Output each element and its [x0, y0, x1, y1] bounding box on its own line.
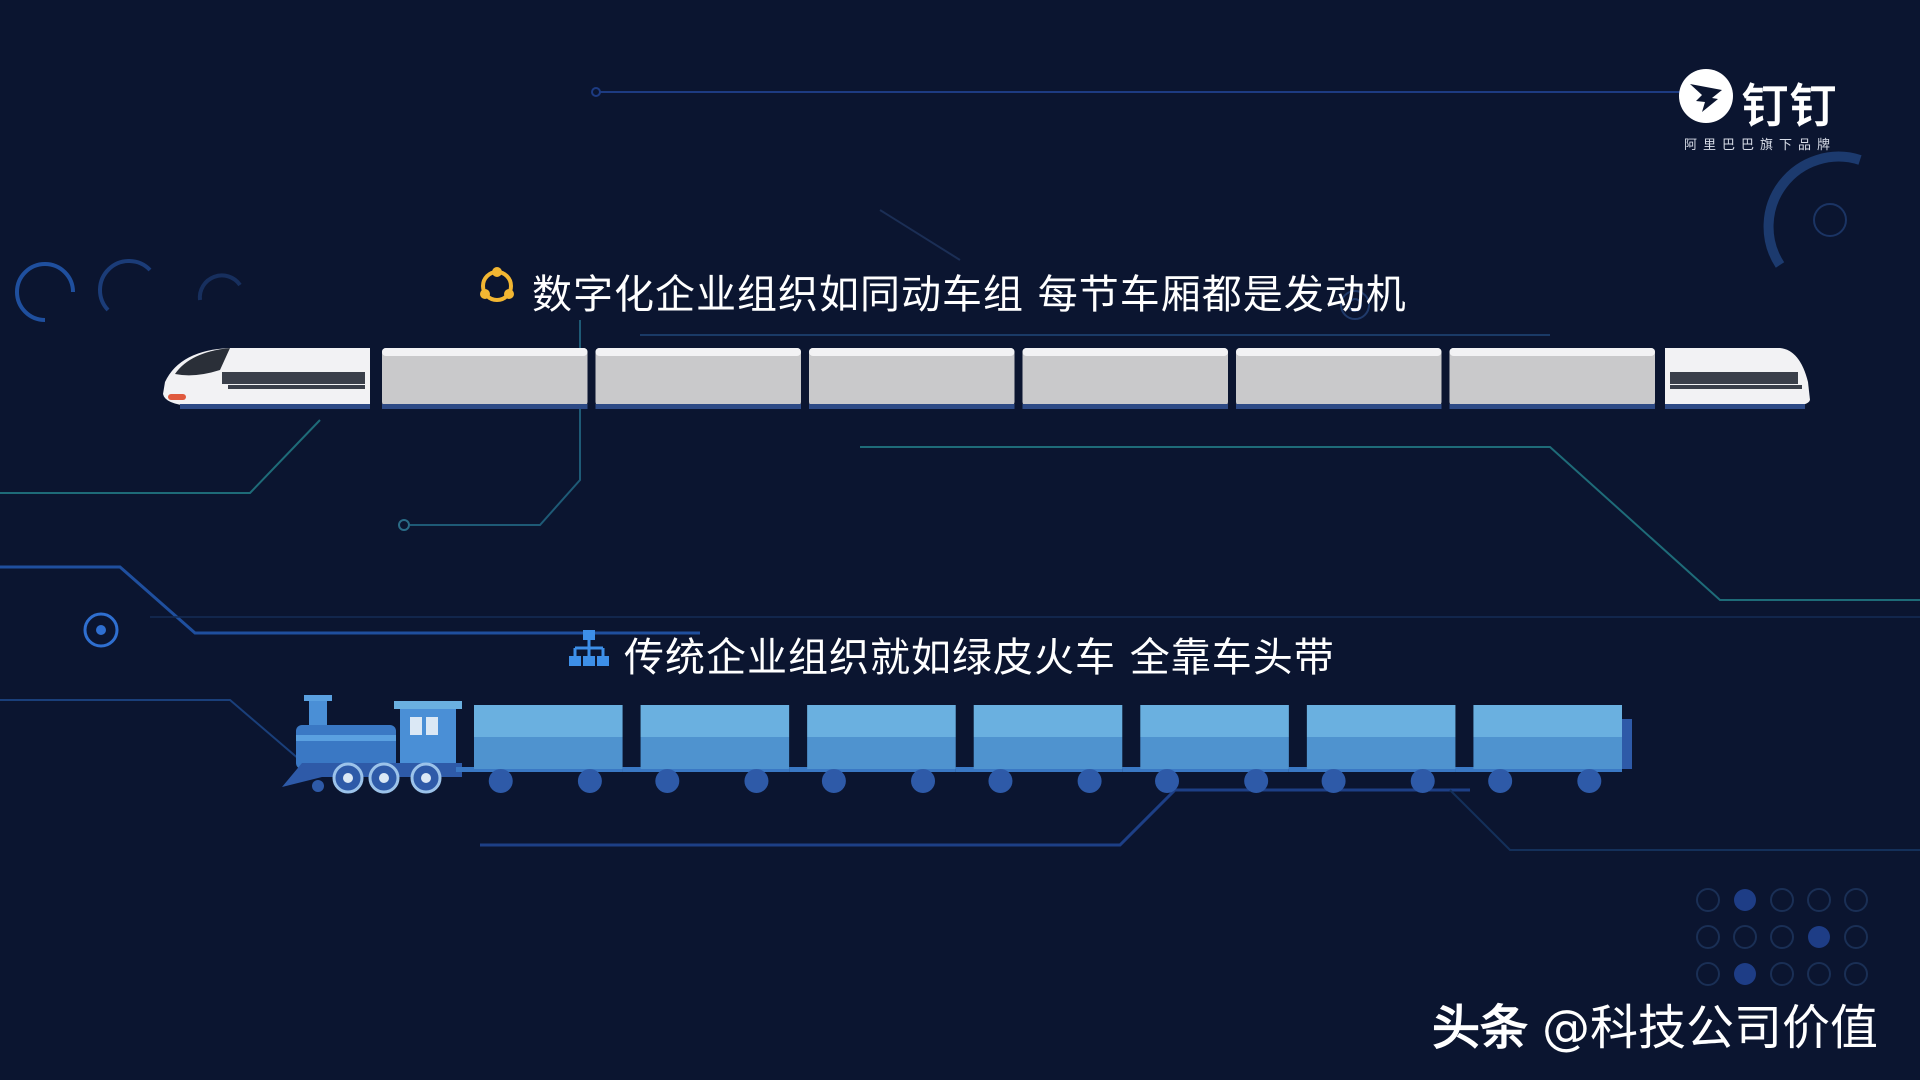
steam-train	[282, 695, 1632, 794]
logo-name: 钉钉	[1742, 79, 1838, 133]
steam-train-wagon	[1455, 705, 1622, 793]
watermark-brand: 头条	[1432, 1000, 1529, 1056]
steam-locomotive	[282, 695, 462, 794]
bullet-train-car	[809, 348, 1015, 409]
watermark-handle: @科技公司价值	[1542, 1000, 1879, 1056]
steam-train-wagon	[1288, 705, 1456, 793]
dingtalk-logo: 钉钉 阿里巴巴旗下品牌	[1678, 68, 1838, 158]
bullet-train-car	[382, 348, 588, 409]
org-chart-icon	[568, 628, 610, 680]
bullet-train-tail-car	[1665, 348, 1810, 409]
headline-traditional: 传统企业组织就如绿皮火车 全靠车头带	[568, 625, 1335, 683]
bullet-train-car	[1449, 348, 1655, 409]
bullet-train-car	[1022, 348, 1228, 409]
bullet-train-car	[595, 348, 801, 409]
dingtalk-logo-icon	[1679, 69, 1733, 123]
bullet-train-head-car	[163, 348, 370, 409]
steam-train-wagon	[955, 705, 1123, 793]
steam-train-wagon	[1122, 705, 1289, 793]
headline-digital-text: 数字化企业组织如同动车组 每节车厢都是发动机	[532, 272, 1407, 318]
watermark: 头条@科技公司价值	[1432, 988, 1878, 1058]
bullet-train-car	[1236, 348, 1442, 409]
bullet-train	[163, 348, 1810, 409]
headline-traditional-text: 传统企业组织就如绿皮火车 全靠车头带	[624, 635, 1335, 681]
headline-digital: 数字化企业组织如同动车组 每节车厢都是发动机	[476, 262, 1407, 320]
steam-train-wagon	[622, 705, 790, 793]
steam-train-wagon	[789, 705, 956, 793]
logo-subtitle: 阿里巴巴旗下品牌	[1684, 138, 1837, 153]
cycle-icon	[476, 265, 518, 317]
steam-train-wagon	[456, 705, 623, 793]
